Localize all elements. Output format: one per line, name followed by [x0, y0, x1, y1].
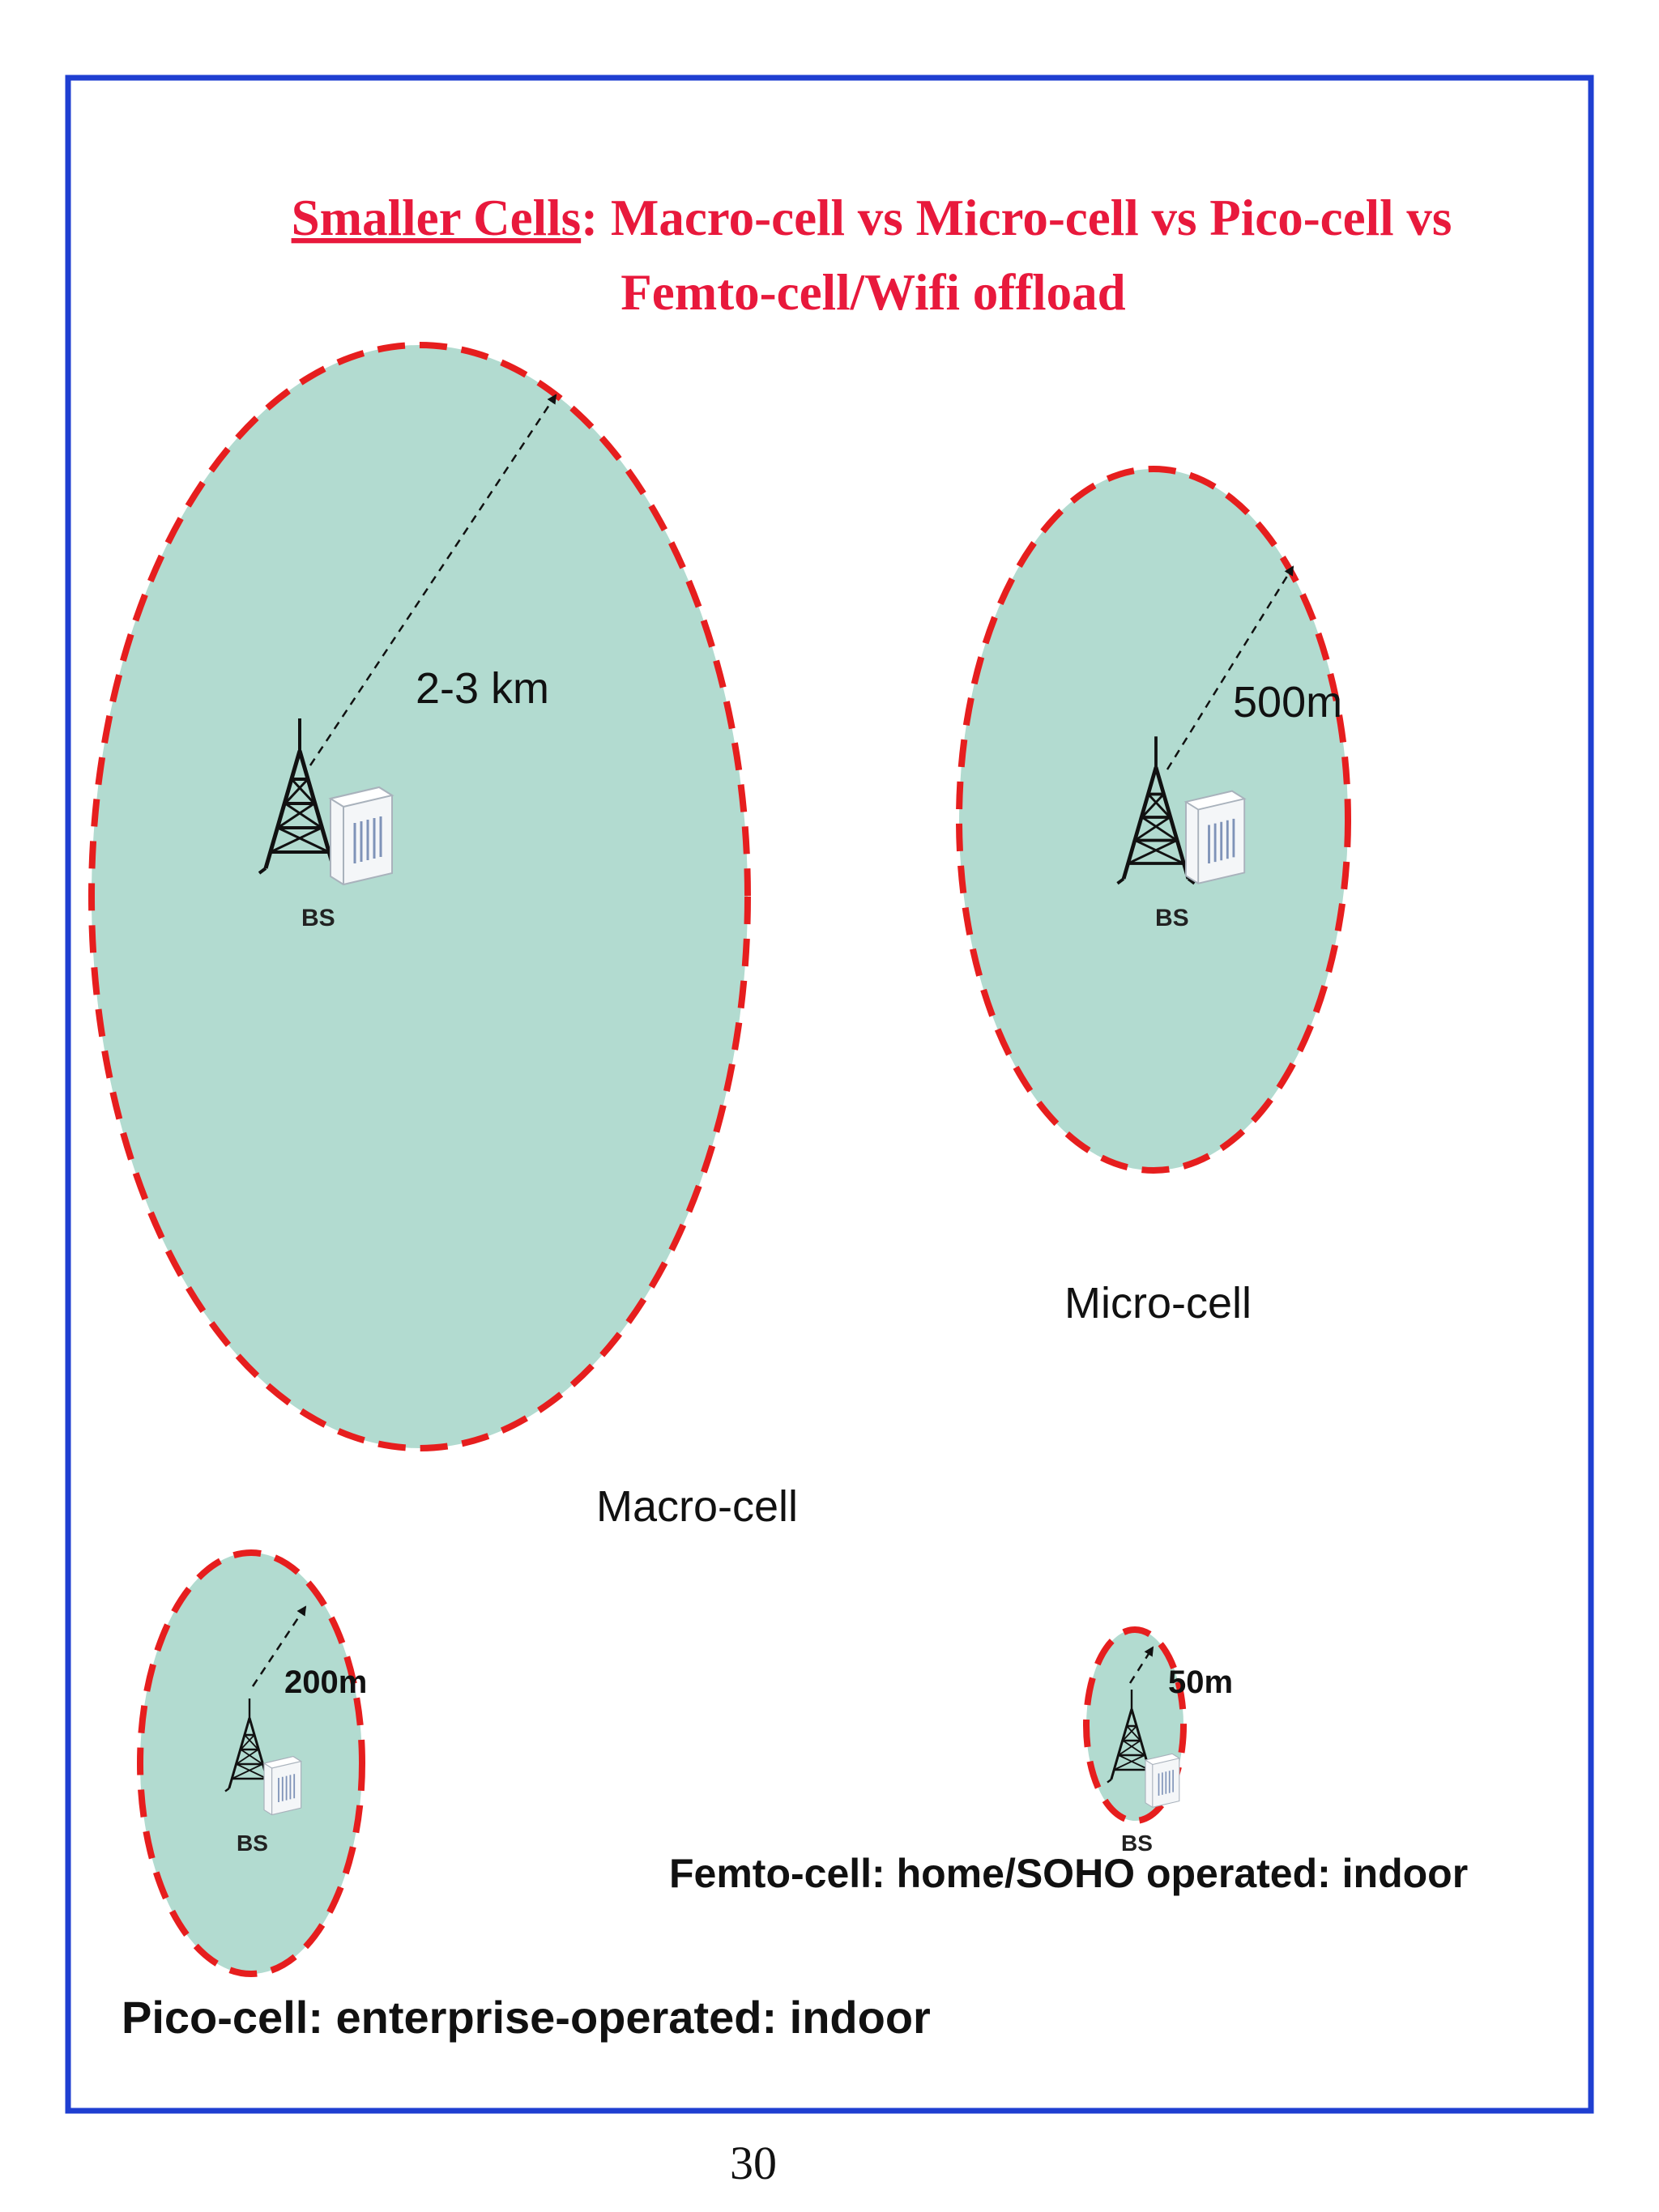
pico-base-station-icon: [263, 1755, 302, 1816]
micro-cell-name: Micro-cell: [1064, 1279, 1252, 1328]
pico-radius-label: 200m: [284, 1664, 367, 1700]
page-number: 30: [730, 2137, 777, 2189]
micro-radius-label: 500m: [1233, 678, 1342, 727]
macro-cell-coverage: [88, 342, 751, 1451]
femto-cell: 50m BS Femto-cell: home/SOHO operated: i…: [669, 1626, 1468, 1896]
pico-radius-arrow: [251, 1605, 307, 1687]
pico-cell: 200m BS Pico-cell: enterprise-operated: …: [122, 1549, 931, 2043]
femto-cell-description: Femto-cell: home/SOHO operated: indoor: [669, 1851, 1468, 1896]
pico-bs-label: BS: [237, 1831, 268, 1856]
pico-cell-description: Pico-cell: enterprise-operated: indoor: [122, 1992, 931, 2043]
micro-cell-coverage: [956, 466, 1351, 1174]
micro-base-station-icon: [1184, 790, 1246, 885]
femto-base-station-icon: [1145, 1753, 1180, 1809]
macro-base-station-icon: [329, 786, 394, 886]
title-highlight: Smaller Cells: [292, 190, 582, 246]
femto-radius-label: 50m: [1168, 1664, 1233, 1700]
micro-bs-label: BS: [1155, 905, 1189, 931]
micro-cell: 500m BS Micro-cell: [956, 466, 1351, 1328]
slide-title-line1: Smaller Cells: Macro-cell vs Micro-cell …: [292, 190, 1452, 246]
macro-radius-arrow: [309, 394, 557, 766]
femto-radius-arrow: [1128, 1646, 1154, 1684]
macro-bs-label: BS: [301, 905, 335, 931]
macro-cell-name: Macro-cell: [596, 1482, 798, 1531]
micro-radius-arrow: [1166, 565, 1294, 770]
title-rest: : Macro-cell vs Micro-cell vs Pico-cell …: [581, 190, 1452, 246]
macro-cell: 2-3 km BS Macro-cell: [88, 342, 798, 1531]
slide-title-line2: Femto-cell/Wifi offload: [621, 264, 1125, 321]
femto-bs-label: BS: [1121, 1831, 1153, 1856]
macro-radius-label: 2-3 km: [416, 664, 549, 713]
